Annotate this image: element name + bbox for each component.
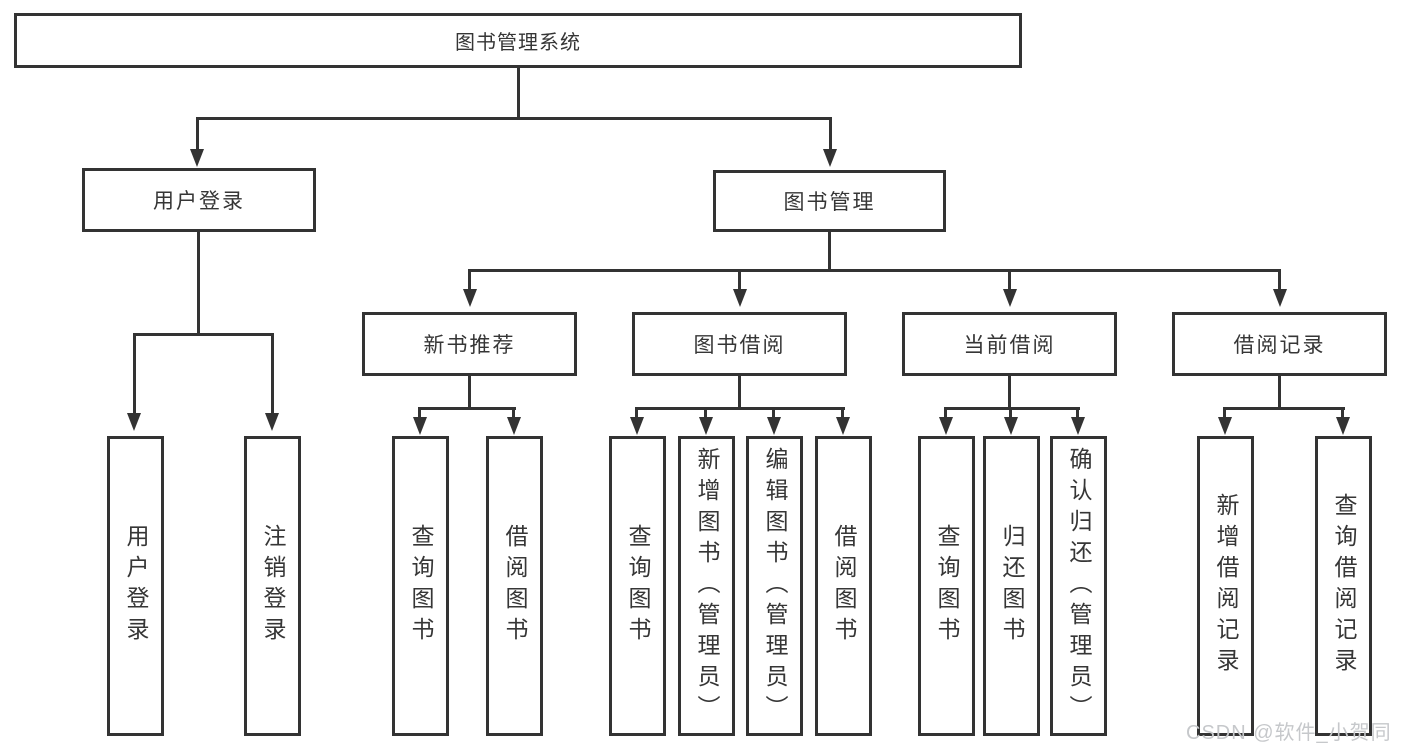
connector-line — [418, 407, 516, 410]
node-user-login: 用户登录 — [82, 168, 316, 232]
connector-line — [738, 269, 741, 291]
node-library-system: 图书管理系统 — [14, 13, 1022, 68]
connector-arrow-down — [1218, 417, 1232, 435]
leaf-add-books-admin: 新增图书（管理员） — [678, 436, 735, 736]
leaf-label: 借阅图书 — [831, 524, 857, 648]
connector-line — [738, 376, 741, 410]
leaf-label: 注销登录 — [260, 524, 286, 648]
leaf-borrow-books: 借阅图书 — [815, 436, 872, 736]
leaf-label: 确认归还（管理员） — [1066, 446, 1092, 726]
connector-line — [828, 232, 831, 272]
leaf-label: 新增图书（管理员） — [694, 446, 720, 726]
leaf-edit-books-admin: 编辑图书（管理员） — [746, 436, 803, 736]
node-label: 图书借阅 — [693, 334, 786, 357]
connector-line — [517, 68, 520, 120]
connector-line — [468, 269, 1281, 272]
connector-line — [271, 333, 274, 415]
node-borrowing-records: 借阅记录 — [1172, 312, 1387, 376]
connector-line — [841, 407, 844, 419]
connector-arrow-down — [939, 417, 953, 435]
connector-arrow-down — [190, 149, 204, 167]
node-label: 用户登录 — [153, 190, 245, 213]
connector-line — [1009, 407, 1012, 419]
leaf-query-books-current: 查询图书 — [918, 436, 975, 736]
connector-line — [1008, 376, 1011, 410]
connector-line — [1341, 407, 1344, 419]
connector-arrow-down — [1336, 417, 1350, 435]
connector-arrow-down — [265, 413, 279, 431]
connector-line — [1223, 407, 1226, 419]
connector-arrow-down — [463, 289, 477, 307]
leaf-label: 归还图书 — [999, 524, 1025, 648]
node-current-borrowing: 当前借阅 — [902, 312, 1117, 376]
connector-line — [196, 117, 199, 151]
connector-arrow-down — [1004, 417, 1018, 435]
node-label: 图书管理系统 — [455, 32, 581, 54]
connector-line — [197, 232, 200, 335]
connector-line — [704, 407, 707, 419]
connector-line — [1278, 269, 1281, 291]
connector-line — [133, 333, 274, 336]
connector-line — [468, 376, 471, 410]
leaf-return-books: 归还图书 — [983, 436, 1040, 736]
connector-arrow-down — [836, 417, 850, 435]
connector-arrow-down — [127, 413, 141, 431]
connector-arrow-down — [699, 417, 713, 435]
leaf-label: 新增借阅记录 — [1213, 493, 1239, 679]
connector-line — [944, 407, 1080, 410]
connector-line — [1278, 376, 1281, 410]
leaf-label: 查询图书 — [408, 524, 434, 648]
leaf-query-books-borrow: 查询图书 — [609, 436, 666, 736]
connector-arrow-down — [733, 289, 747, 307]
connector-line — [1008, 269, 1011, 291]
leaf-user-login: 用户登录 — [107, 436, 164, 736]
leaf-label: 查询借阅记录 — [1331, 493, 1357, 679]
node-book-management: 图书管理 — [713, 170, 946, 232]
connector-arrow-down — [767, 417, 781, 435]
node-label: 借阅记录 — [1233, 334, 1326, 357]
connector-line — [772, 407, 775, 419]
leaf-query-borrow-record: 查询借阅记录 — [1315, 436, 1372, 736]
leaf-query-books-recommend: 查询图书 — [392, 436, 449, 736]
leaf-label: 用户登录 — [123, 524, 149, 648]
connector-line — [1223, 407, 1345, 410]
connector-arrow-down — [413, 417, 427, 435]
connector-line — [635, 407, 638, 419]
connector-arrow-down — [1003, 289, 1017, 307]
connector-line — [944, 407, 947, 419]
node-book-borrowing: 图书借阅 — [632, 312, 847, 376]
connector-line — [196, 117, 832, 120]
node-label: 图书管理 — [783, 191, 876, 214]
connector-arrow-down — [630, 417, 644, 435]
node-label: 当前借阅 — [963, 334, 1056, 357]
connector-line — [635, 407, 845, 410]
connector-arrow-down — [1071, 417, 1085, 435]
connector-line — [512, 407, 515, 419]
connector-arrow-down — [823, 149, 837, 167]
leaf-add-borrow-record: 新增借阅记录 — [1197, 436, 1254, 736]
connector-line — [468, 269, 471, 291]
connector-line — [829, 117, 832, 151]
leaf-label: 借阅图书 — [502, 524, 528, 648]
node-label: 新书推荐 — [423, 334, 516, 357]
leaf-label: 查询图书 — [934, 524, 960, 648]
csdn-watermark: CSDN @软件_小贺同学 — [1186, 722, 1392, 744]
connector-arrow-down — [1273, 289, 1287, 307]
connector-line — [1076, 407, 1079, 419]
leaf-confirm-return-admin: 确认归还（管理员） — [1050, 436, 1107, 736]
node-new-book-recommendation: 新书推荐 — [362, 312, 577, 376]
connector-line — [133, 333, 136, 415]
leaf-label: 查询图书 — [625, 524, 651, 648]
leaf-logout-login: 注销登录 — [244, 436, 301, 736]
leaf-borrow-books-recommend: 借阅图书 — [486, 436, 543, 736]
connector-line — [418, 407, 421, 419]
leaf-label: 编辑图书（管理员） — [762, 446, 788, 726]
connector-arrow-down — [507, 417, 521, 435]
